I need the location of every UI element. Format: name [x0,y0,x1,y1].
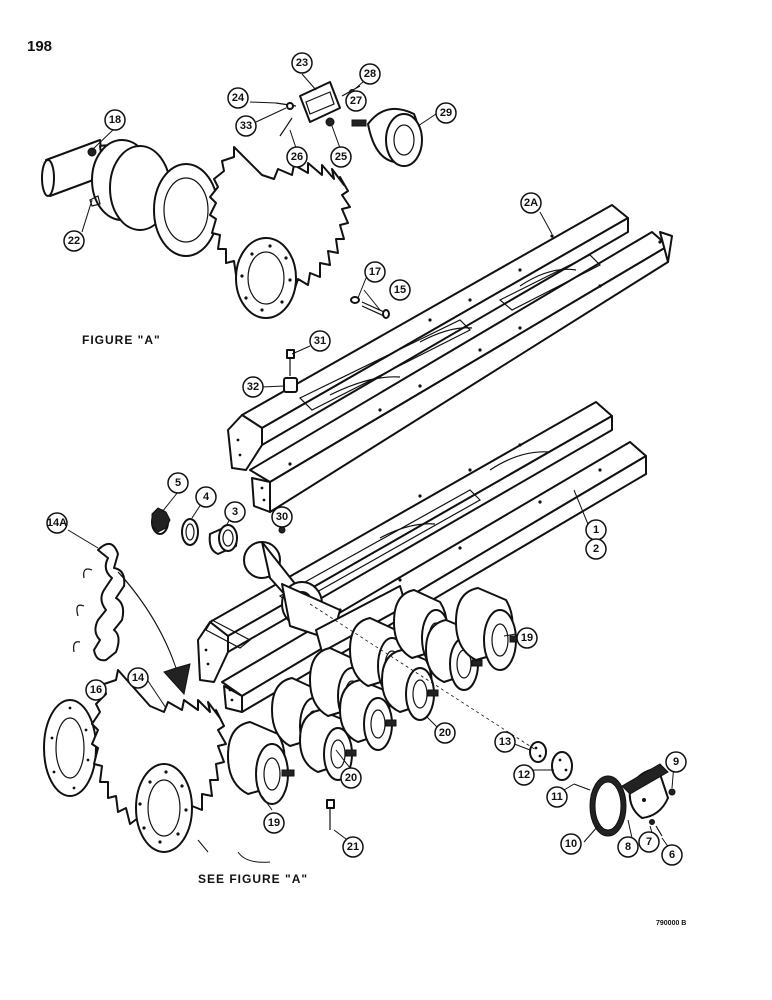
catalog-code: 790000 B [656,920,687,927]
svg-text:5: 5 [175,477,181,489]
svg-text:19: 19 [268,817,280,829]
callout-3: 3 [224,501,246,523]
svg-text:9: 9 [673,756,679,768]
adjuster-group [529,741,676,837]
callout-1: 1 [585,519,607,541]
callout-15: 15 [389,279,411,301]
callout-25: 25 [330,146,352,168]
svg-text:17: 17 [369,266,381,278]
track-roller [381,649,439,721]
callout-22: 22 [63,230,85,252]
callout-32: 32 [242,376,264,398]
svg-text:29: 29 [440,107,452,119]
callout-27: 27 [345,90,367,112]
svg-text:26: 26 [291,151,303,163]
callout-30: 30 [271,506,293,528]
svg-text:28: 28 [364,68,376,80]
track-roller [227,721,295,805]
svg-text:25: 25 [335,151,347,163]
svg-text:20: 20 [439,727,451,739]
bolt-and-washer-15-17 [350,296,390,319]
callout-4: 4 [195,486,217,508]
callout-2: 2 [585,538,607,560]
callout-28: 28 [359,63,381,85]
svg-text:3: 3 [232,506,238,518]
track-frame-upper [227,204,673,513]
svg-text:24: 24 [232,92,245,104]
sprocket-figure-a [209,146,351,319]
bolt-and-spacer-31-32 [283,349,298,393]
svg-text:14A: 14A [47,517,67,529]
svg-text:31: 31 [314,335,326,347]
callout-18: 18 [104,109,126,131]
callout-31: 31 [309,330,331,352]
svg-text:30: 30 [276,511,288,523]
pivot-bearing-group [151,507,286,555]
track-roller [455,587,523,671]
svg-text:21: 21 [347,841,359,853]
alignment-line [309,603,537,751]
callout-12: 12 [513,764,535,786]
svg-text:1: 1 [593,524,599,536]
callout-24: 24 [227,87,249,109]
svg-text:6: 6 [669,849,675,861]
figure-a-label: FIGURE "A" [82,333,161,347]
svg-text:32: 32 [247,381,259,393]
svg-text:19: 19 [521,632,533,644]
callout-14: 14 [127,667,149,689]
svg-text:13: 13 [499,736,511,748]
svg-text:10: 10 [565,838,577,850]
callout-17: 17 [364,261,386,283]
callout-5: 5 [167,472,189,494]
callout-13: 13 [494,731,516,753]
svg-text:16: 16 [90,684,102,696]
drive-hub-group [41,139,219,257]
callout-26: 26 [286,146,308,168]
bolt-21 [326,799,335,830]
callout-6: 6 [661,844,683,866]
svg-text:8: 8 [625,841,631,853]
callout-21: 21 [342,836,364,858]
sprocket-front [43,669,227,853]
callout-23: 23 [291,52,313,74]
callout-11: 11 [546,786,568,808]
svg-text:12: 12 [518,769,530,781]
svg-text:7: 7 [646,836,652,848]
callout-9: 9 [665,751,687,773]
callout-2a: 2A [520,192,542,214]
see-figure-a-label: SEE FIGURE "A" [198,872,309,886]
track-roller [299,709,357,781]
svg-text:11: 11 [551,791,563,803]
callout-19: 19 [263,812,285,834]
callout-20: 20 [434,722,456,744]
svg-text:27: 27 [350,95,362,107]
svg-text:23: 23 [296,57,308,69]
svg-text:15: 15 [394,284,406,296]
svg-text:2: 2 [593,543,599,555]
assembly-arrow [117,571,191,696]
track-roller [339,679,397,751]
callout-33: 33 [235,115,257,137]
track-rollers [227,587,523,805]
callout-14a: 14A [46,512,68,534]
callout-19: 19 [516,627,538,649]
svg-text:33: 33 [240,120,252,132]
track-chain-segment [73,543,126,662]
callout-8: 8 [617,836,639,858]
carrier-roller-group [275,81,423,167]
svg-text:4: 4 [203,491,210,503]
callout-7: 7 [638,831,660,853]
callout-29: 29 [435,102,457,124]
svg-text:14: 14 [132,672,145,684]
page-number: 198 [27,38,53,55]
track-frame-lower [197,401,647,713]
svg-text:20: 20 [345,772,357,784]
callout-20: 20 [340,767,362,789]
svg-text:22: 22 [68,235,80,247]
svg-text:18: 18 [109,114,121,126]
svg-text:2A: 2A [524,197,538,209]
callout-10: 10 [560,833,582,855]
callout-16: 16 [85,679,107,701]
